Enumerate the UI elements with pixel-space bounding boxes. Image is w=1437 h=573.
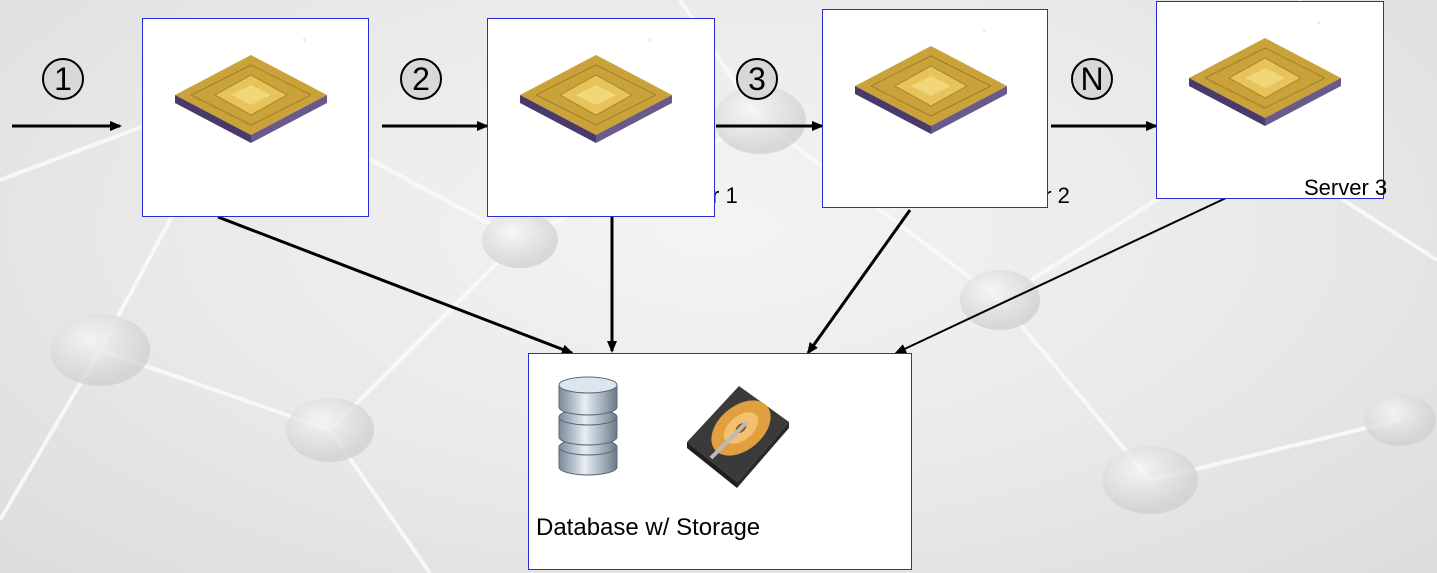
server-label-3-overlay: Server 3 (1304, 175, 1388, 200)
step-badge-3: 3 (736, 58, 778, 100)
server-label-1: r 1 (712, 183, 738, 208)
sparkle-mark: ◦ (983, 26, 986, 35)
server-box-4[interactable]: ◦ (1156, 1, 1384, 199)
database-box[interactable]: Database w/ Storage (528, 353, 912, 570)
sparkle-mark: ◦ (648, 35, 651, 44)
cpu-chip-icon (1189, 38, 1341, 126)
arrow-to-db-3 (806, 209, 912, 355)
step-badge-2: 2 (400, 58, 442, 100)
sparkle-mark: ◦ (1317, 18, 1320, 27)
arrow-to-db-4 (894, 197, 1227, 354)
cpu-chip-icon (855, 46, 1007, 134)
server-box-2[interactable]: ◦ (487, 18, 715, 217)
database-cylinder-icon (558, 376, 618, 476)
database-label: Database w/ Storage (536, 514, 761, 541)
cpu-chip-icon (520, 55, 672, 143)
step-badge-1: 1 (42, 58, 84, 100)
server-box-3[interactable]: ◦ (822, 9, 1048, 208)
server-box-1[interactable]: ◦ (142, 18, 369, 217)
step-badge-n: N (1071, 58, 1113, 100)
hard-drive-icon (687, 386, 789, 488)
sparkle-mark: ◦ (303, 35, 306, 44)
arrow-to-db-1 (217, 215, 574, 355)
cpu-chip-icon (175, 55, 327, 143)
